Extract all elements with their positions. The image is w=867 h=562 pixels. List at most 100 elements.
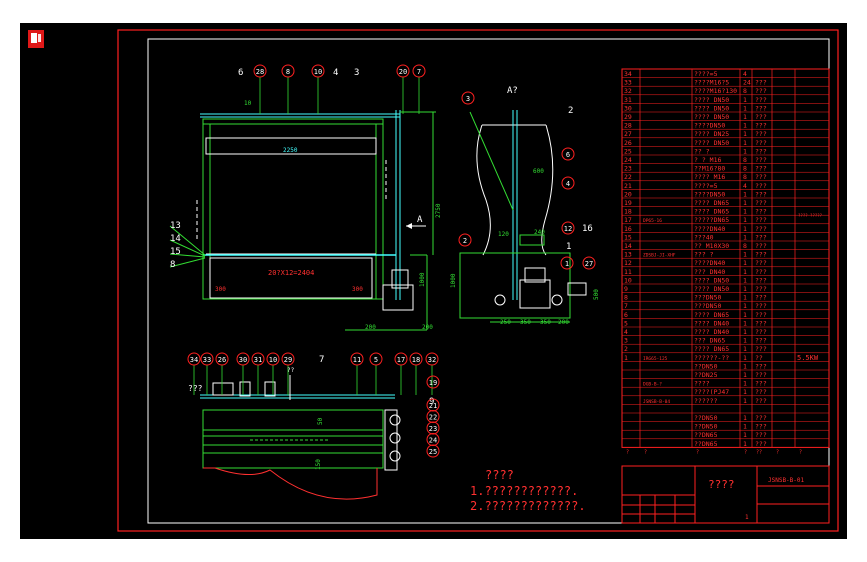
table-cell: ??? xyxy=(755,423,767,431)
table-cell: ????(PJ47 xyxy=(694,388,729,396)
front-balloon-6: 20 xyxy=(396,64,410,114)
table-header-cell: ? xyxy=(626,449,629,455)
table-cell: ??? xyxy=(755,362,767,370)
side-balloon-5: 12 xyxy=(561,221,575,235)
table-cell: ??? xyxy=(755,122,767,130)
dim-bottom-1: 200 xyxy=(365,324,376,331)
table-cell: ??? xyxy=(755,285,767,293)
table-cell: ??? xyxy=(755,87,767,95)
side-dim-4: 1000 xyxy=(450,273,457,288)
plan-top-label-7: 7 xyxy=(319,355,324,365)
table-cell: 1 xyxy=(743,328,747,336)
side-dim-bottom-1: 350 xyxy=(520,319,531,326)
plan-right-balloon-0: 19 xyxy=(426,375,440,389)
table-cell: 5 xyxy=(624,319,628,327)
table-cell: ???DN50 xyxy=(694,294,721,302)
plan-top-balloon-8: 11 xyxy=(350,352,364,395)
table-cell: 30 xyxy=(624,104,632,112)
side-label-7: 1 xyxy=(566,242,571,252)
table-cell: 1 xyxy=(743,216,747,224)
table-cell: 17 xyxy=(624,216,632,224)
table-cell: 1 xyxy=(743,380,747,388)
front-balloon-4: 4 xyxy=(333,68,338,78)
front-view xyxy=(169,110,436,331)
side-balloon-8: 1 xyxy=(560,256,574,270)
table-cell: 1 xyxy=(743,113,747,121)
table-cell: ??? xyxy=(755,165,767,173)
table-cell: 1 xyxy=(743,130,747,138)
table-cell: ??? xyxy=(755,268,767,276)
table-cell: 8 xyxy=(624,294,628,302)
table-cell: ?????DN65 xyxy=(694,216,729,224)
plan-right-label-1: 9 xyxy=(429,397,434,407)
table-cell: ??? xyxy=(755,319,767,327)
cad-viewport[interactable] xyxy=(20,23,847,539)
table-header-cell: ?? xyxy=(756,449,762,455)
table-cell: 24 xyxy=(743,79,751,87)
table-cell: ??? xyxy=(755,251,767,259)
table-cell: 11 xyxy=(624,268,632,276)
table-cell: ????M16?130 xyxy=(694,87,737,95)
front-balloon-5: 3 xyxy=(354,68,359,78)
table-cell: ?????? xyxy=(694,397,718,405)
table-cell: 8 xyxy=(743,156,747,164)
plan-top-balloon-3: 30 xyxy=(236,352,250,395)
plan-top-balloon-0: 34 xyxy=(187,352,201,395)
table-cell: ????=5 xyxy=(694,70,718,78)
table-cell: 1 xyxy=(743,423,747,431)
side-balloon-2: 6 xyxy=(561,147,575,161)
table-cell: 3 xyxy=(624,337,628,345)
table-cell: 1 xyxy=(743,251,747,259)
table-cell: ????M16?5 xyxy=(694,79,729,87)
cad-app-icon[interactable] xyxy=(28,30,44,48)
table-cell: 33 xyxy=(624,79,632,87)
notes-title: ???? xyxy=(485,468,514,482)
plan-top-balloon-12: 32 xyxy=(425,352,439,395)
title-block-drawing-no: JSNSB-B-01 xyxy=(768,477,805,484)
svg-text:10: 10 xyxy=(314,68,322,76)
table-cell: ?? M10X30 xyxy=(694,242,729,250)
table-cell: 1 xyxy=(743,294,747,302)
table-cell: ??DN50 xyxy=(694,414,718,422)
table-cell: 1 xyxy=(624,354,628,362)
table-cell: 1 xyxy=(743,302,747,310)
table-cell: 1 xyxy=(743,259,747,267)
table-cell: IRG65-125 xyxy=(643,356,668,362)
table-cell: 1 xyxy=(743,397,747,405)
side-view xyxy=(459,110,587,323)
table-cell: 28 xyxy=(624,122,632,130)
title-block xyxy=(621,465,830,524)
table-cell: 12 xyxy=(624,259,632,267)
table-cell: ???? DN65 xyxy=(694,345,729,353)
dim-pipe: 20?X12=2404 xyxy=(268,269,314,277)
front-balloon-1: 28 xyxy=(253,64,267,114)
table-cell: 1 xyxy=(743,96,747,104)
table-cell: ???? DN65 xyxy=(694,208,729,216)
table-cell: 1 xyxy=(743,371,747,379)
table-cell: 2 xyxy=(624,345,628,353)
table-cell: 1 xyxy=(743,337,747,345)
table-cell: ???? M16 xyxy=(694,173,725,181)
plan-top-balloon-4: 31 xyxy=(251,352,265,395)
title-block-title: ???? xyxy=(708,478,735,491)
svg-text:25: 25 xyxy=(429,448,437,456)
table-cell: 1 xyxy=(743,147,747,155)
svg-text:20: 20 xyxy=(399,68,407,76)
table-cell: 8 xyxy=(743,173,747,181)
table-cell: ??? xyxy=(755,225,767,233)
table-cell: ??? xyxy=(755,147,767,155)
table-cell: ????DN50 xyxy=(694,122,725,130)
table-cell: ????DN40 xyxy=(694,259,725,267)
svg-text:1: 1 xyxy=(565,260,569,268)
table-cell: 1 xyxy=(743,122,747,130)
svg-text:28: 28 xyxy=(256,68,264,76)
